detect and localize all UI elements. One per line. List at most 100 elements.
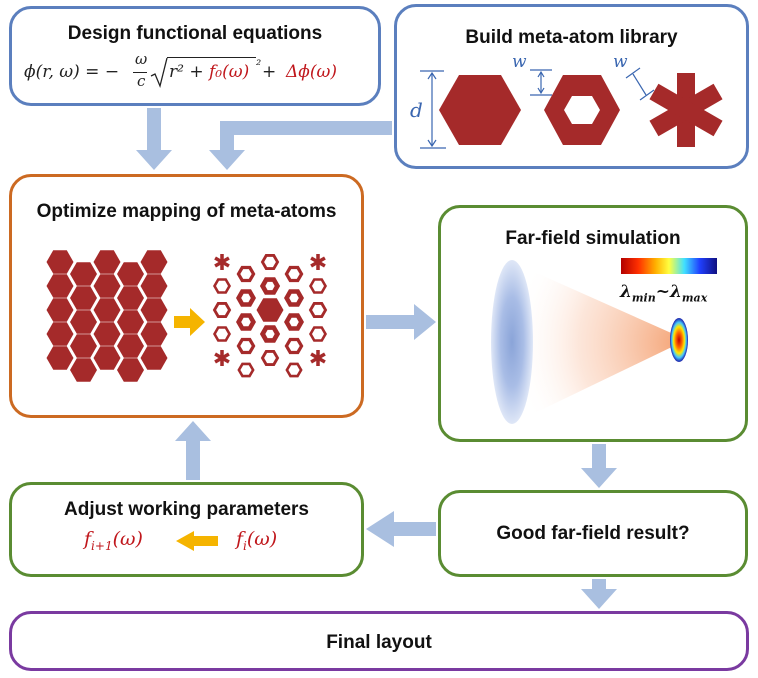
adjust-parameters-box: Adjust working parameters — [9, 482, 364, 577]
uniform-hexagon — [140, 346, 168, 370]
f-current-sub: i — [243, 538, 247, 553]
star-atom — [310, 254, 326, 270]
uniform-hexagon — [117, 358, 144, 382]
ring-atom — [285, 362, 303, 378]
lambda-min-sub: min — [631, 291, 656, 305]
uniform-hexagon — [117, 286, 144, 310]
equation-f0: f₀(ω) — [209, 62, 250, 82]
equation-delta: Δϕ(ω) — [286, 62, 337, 82]
good-result-box: Good far-field result? — [438, 490, 748, 577]
equation-sqrt-tail: ² — [256, 58, 262, 73]
ring-atom — [236, 313, 256, 331]
ring-atom — [259, 277, 281, 295]
uniform-hexagon — [93, 274, 121, 298]
adjust-equation-left: fi+1(ω) — [84, 528, 143, 553]
design-equations-title: Design functional equations — [67, 23, 323, 44]
d-label: d — [410, 98, 423, 122]
uniform-hexagon — [140, 298, 168, 322]
uniform-hexagon — [93, 298, 121, 322]
arrow-good-to-final — [581, 579, 617, 609]
focal-spot — [670, 318, 688, 362]
ring-atom — [284, 313, 304, 331]
ring-atom — [284, 337, 304, 355]
d-dimension — [420, 70, 446, 149]
flow-arrows — [136, 108, 617, 609]
uniform-hexagon — [117, 262, 144, 286]
far-field-simulation-title: Far-field simulation — [505, 228, 681, 249]
ring-atom — [284, 289, 304, 307]
lambda-max-sub: max — [681, 291, 708, 305]
optimize-mapping-title: Optimize mapping of meta-atoms — [36, 201, 337, 222]
design-equation: ϕ(r, ω) = − ω c r² + f₀(ω) ² + Δϕ(ω) — [24, 50, 374, 98]
light-cone — [512, 262, 678, 424]
metalens-ellipse — [491, 260, 533, 424]
arrow-optimize-to-farfield — [366, 304, 436, 340]
lambda-max-symbol: λ — [670, 282, 682, 302]
ring-atom — [259, 325, 281, 343]
arrow-farfield-to-good — [581, 444, 617, 488]
uniform-hexagon — [140, 322, 168, 346]
uniform-hexagon — [46, 298, 74, 322]
w-dimension-1 — [530, 69, 552, 96]
design-equations-box: Design functional equations — [9, 6, 381, 106]
ring-atom — [309, 326, 327, 342]
colorbar — [621, 258, 717, 274]
uniform-hexagon — [70, 334, 97, 358]
final-layout-box: Final layout — [9, 611, 749, 671]
ring-atom — [236, 289, 256, 307]
ring-atom — [260, 350, 280, 366]
w-label-2: w — [613, 52, 628, 72]
good-result-title: Good far-field result? — [496, 523, 690, 544]
library-shapes — [420, 67, 723, 149]
ring-atom — [237, 362, 255, 378]
ring-atom — [284, 265, 304, 283]
star-atom — [214, 254, 230, 270]
ring-atom — [260, 254, 280, 270]
uniform-hexagon — [117, 334, 144, 358]
mapping-arrow — [174, 308, 205, 336]
ring-atom — [236, 265, 256, 283]
ring-atom — [212, 302, 232, 318]
uniform-hexagon — [70, 286, 97, 310]
equation-lhs: ϕ(r, ω) = − — [24, 62, 120, 82]
uniform-hexagon — [93, 250, 121, 274]
sqrt-symbol — [150, 57, 168, 89]
honeycomb-uniform — [46, 250, 168, 382]
uniform-hexagon — [140, 274, 168, 298]
adjust-arrow — [176, 531, 218, 551]
equation-plus: + — [262, 62, 277, 82]
asterisk-atom — [649, 73, 723, 147]
uniform-hexagon — [140, 250, 168, 274]
uniform-hexagon — [93, 322, 121, 346]
uniform-hexagon — [70, 358, 97, 382]
w-dimension-2 — [625, 67, 655, 101]
arrow-library-to-optimize — [209, 121, 392, 170]
equation-sqrt-body: r² + — [169, 62, 204, 82]
ring-atom — [213, 326, 231, 342]
f-next-sub: i+1 — [91, 538, 113, 553]
ring-atom — [308, 302, 328, 318]
center-hexagon — [256, 298, 284, 322]
lambda-min-symbol: λ — [620, 282, 632, 302]
adjust-parameters-title: Adjust working parameters — [64, 499, 309, 520]
meta-atom-library-title: Build meta-atom library — [465, 27, 678, 48]
ring-atom — [213, 278, 231, 294]
adjust-equation-right: fi(ω) — [236, 528, 277, 553]
sqrt-bar — [167, 57, 256, 58]
hexagon-atom-solid — [439, 75, 521, 145]
equation-frac-num: ω — [135, 50, 148, 68]
uniform-hexagon — [70, 262, 97, 286]
ring-atom — [309, 278, 327, 294]
f-next: f — [84, 528, 92, 550]
star-atom — [214, 350, 230, 366]
w-label-1: w — [512, 52, 527, 72]
colorbar-label: λmin~λmax — [620, 282, 707, 304]
f-current-arg: (ω) — [246, 528, 278, 550]
uniform-hexagon — [46, 274, 74, 298]
optimize-mapping-box: Optimize mapping of meta-atoms — [9, 174, 364, 418]
final-layout-title: Final layout — [326, 632, 432, 653]
f-current: f — [236, 528, 244, 550]
uniform-hexagon — [46, 346, 74, 370]
arrow-design-to-optimize — [136, 108, 172, 170]
